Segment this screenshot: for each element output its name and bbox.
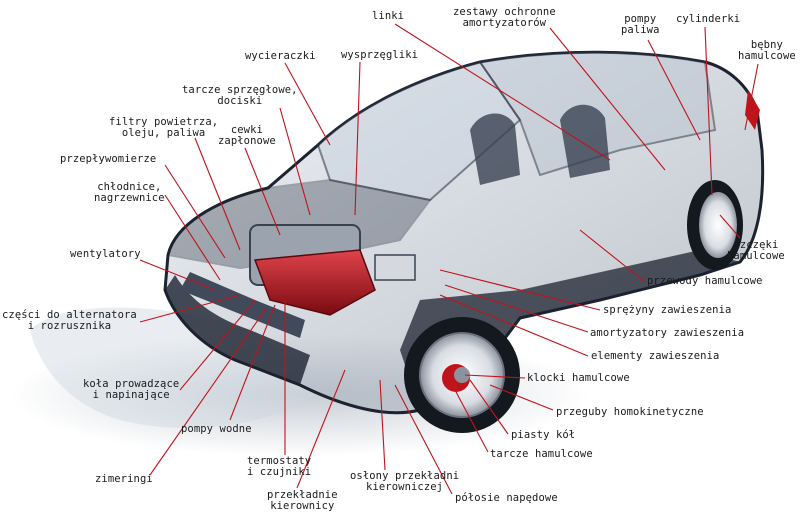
leader-line-cylinderki — [704, 26, 713, 196]
label-przeguby: przeguby homokinetyczne — [556, 406, 704, 418]
leader-line-pompy-wodne — [229, 304, 276, 421]
leader-line-kola-prowadzace — [179, 299, 256, 391]
label-kola-prowadzace: koła prowadzące i napinające — [83, 378, 180, 401]
leader-line-elementy — [439, 294, 589, 357]
leader-line-wycieraczki — [284, 62, 331, 146]
leader-line-wentylatory — [139, 259, 216, 291]
leader-line-pompy-paliwa — [647, 39, 701, 141]
leader-line-filtry — [194, 137, 241, 251]
label-filtry: filtry powietrza, oleju, paliwa — [109, 116, 219, 139]
front-bumper — [165, 275, 310, 385]
leader-line-cewki — [244, 147, 281, 236]
label-bebny: bębny hamulcowe — [738, 39, 796, 62]
leader-line-przewody — [579, 229, 646, 283]
rear-wheel-rim — [699, 192, 737, 258]
leader-line-bebny — [744, 63, 759, 131]
leader-line-czesci-alternatora — [139, 294, 241, 323]
label-elementy: elementy zawieszenia — [591, 350, 720, 362]
label-cylinderki: cylinderki — [676, 13, 741, 25]
leader-lines — [139, 23, 759, 495]
leader-line-chlodnice — [164, 194, 221, 281]
leader-line-wysprzegliki — [354, 61, 361, 216]
label-przewody: przewody hamulcowe — [647, 275, 763, 287]
label-polosie: półosie napędowe — [455, 492, 558, 504]
label-wycieraczki: wycieraczki — [245, 50, 316, 62]
leader-line-zestawy — [549, 27, 666, 171]
leader-line-sprezyny — [439, 269, 601, 311]
label-wentylatory: wentylatory — [70, 248, 141, 260]
label-zestawy: zestawy ochronne amortyzatorów — [453, 6, 556, 29]
leader-line-piasty — [469, 379, 509, 435]
label-piasty: piasty kół — [511, 429, 576, 441]
label-przekladnie: przekładnie kierownicy — [267, 489, 338, 512]
label-sprezyny: sprężyny zawieszenia — [603, 304, 732, 316]
label-przeplywomierze: przepływomierze — [60, 153, 157, 165]
leader-line-klocki — [464, 374, 526, 379]
label-wysprzegliki: wysprzęgliki — [341, 49, 419, 61]
label-linki: linki — [372, 10, 405, 22]
label-chlodnice: chłodnice, nagrzewnice — [94, 181, 165, 204]
label-tarcze-sprzeglowe: tarcze sprzęgłowe, dociski — [182, 84, 298, 107]
label-pompy-paliwa: pompy paliwa — [621, 13, 660, 36]
seats — [470, 104, 610, 185]
leader-line-szczeki — [719, 214, 741, 239]
leader-line-tarcze-sprzeglowe — [279, 107, 311, 216]
label-cewki: cewki zapłonowe — [218, 124, 276, 147]
label-czesci-alternatora: części do alternatora i rozrusznika — [2, 309, 137, 332]
leader-line-polosie — [394, 384, 453, 495]
leader-line-przeguby — [489, 384, 554, 411]
front-hub — [454, 367, 470, 383]
leader-line-tarcze-hamulcowe — [454, 389, 489, 453]
label-zimeringi: zimeringi — [95, 473, 153, 485]
label-oslony: osłony przekładni kierowniczej — [350, 470, 460, 493]
battery — [374, 254, 416, 281]
leader-line-przekladnie — [296, 369, 346, 489]
leader-line-przeplywomierze — [164, 164, 226, 259]
leader-line-oslony — [379, 379, 386, 471]
label-tarcze-hamulcowe: tarcze hamulcowe — [490, 448, 593, 460]
leader-line-linki — [394, 23, 611, 161]
label-szczeki: szczęki hamulcowe — [727, 239, 785, 262]
label-termostaty: termostaty i czujniki — [247, 455, 312, 478]
label-amortyzatory: amortyzatory zawieszenia — [590, 327, 745, 339]
leader-line-zimeringi — [149, 309, 266, 476]
leader-line-amortyzatory — [444, 284, 589, 333]
label-klocki: klocki hamulcowe — [527, 372, 630, 384]
engine-red-cover — [253, 249, 376, 316]
label-pompy-wodne: pompy wodne — [181, 423, 252, 435]
rear-light — [745, 90, 760, 130]
